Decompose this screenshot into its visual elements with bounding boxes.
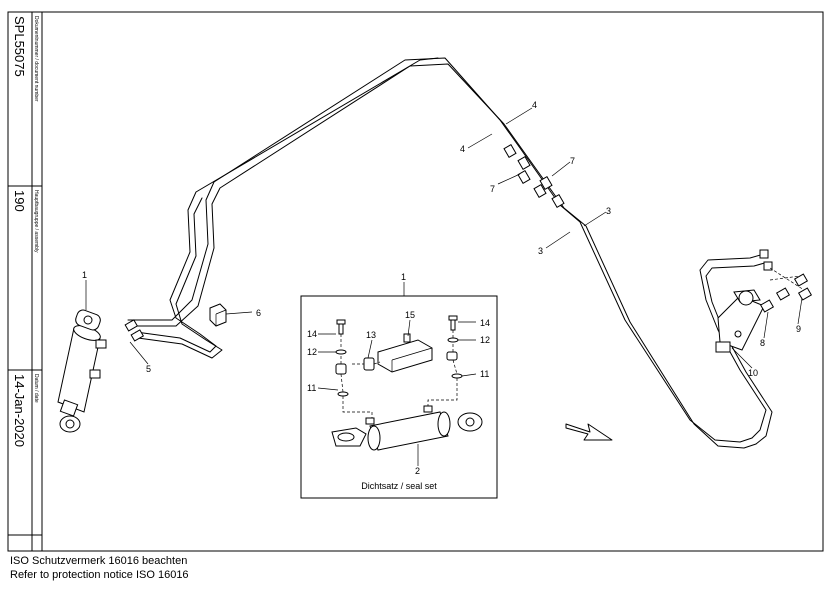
detail-callout-12-left: 12 bbox=[307, 347, 317, 357]
callout-4-lower: 4 bbox=[460, 144, 465, 154]
detail-callout-14-right: 14 bbox=[480, 318, 490, 328]
seal-set-label: Dichtsatz / seal set bbox=[361, 481, 437, 491]
washer-right bbox=[447, 337, 459, 343]
callout-1: 1 bbox=[82, 270, 87, 280]
document-number-label: Dokumentnummer / document number bbox=[33, 16, 39, 102]
protection-notice-de: ISO Schutzvermerk 16016 beachten bbox=[10, 555, 188, 567]
callout-7-upper: 7 bbox=[570, 156, 575, 166]
assembly-number: 190 bbox=[12, 190, 27, 212]
callout-9: 9 bbox=[796, 324, 801, 334]
detail-callout-12-right: 12 bbox=[480, 335, 490, 345]
oring-right bbox=[451, 373, 463, 379]
plug-left bbox=[335, 363, 347, 375]
hydraulic-cylinder bbox=[57, 309, 107, 433]
detail-callout-11-right: 11 bbox=[480, 369, 489, 379]
bolt-left bbox=[336, 319, 346, 335]
washer-left bbox=[335, 349, 347, 355]
detail-callout-13: 13 bbox=[366, 330, 376, 340]
detail-inset: 1 bbox=[300, 272, 498, 499]
oring-left bbox=[337, 391, 349, 397]
seal-set-cylinder bbox=[331, 405, 483, 451]
date-label: Datum / date bbox=[33, 374, 39, 403]
detail-callout-11-left: 11 bbox=[307, 383, 316, 393]
detail-callout-2: 2 bbox=[415, 466, 420, 476]
callout-6: 6 bbox=[256, 308, 261, 318]
document-number: SPL55075 bbox=[12, 16, 27, 77]
clamp-block bbox=[209, 303, 227, 327]
plug-right bbox=[446, 351, 458, 361]
detail-callout-15: 15 bbox=[405, 310, 415, 320]
protection-notice-en: Refer to protection notice ISO 16016 bbox=[10, 569, 189, 581]
pipe-runs bbox=[127, 57, 773, 449]
callout-7-lower: 7 bbox=[490, 184, 495, 194]
detail-callout-1: 1 bbox=[401, 272, 406, 282]
drawing-frame bbox=[7, 11, 824, 552]
callout-5: 5 bbox=[146, 364, 151, 374]
callout-3-upper: 3 bbox=[606, 206, 611, 216]
bolt-right bbox=[448, 315, 458, 331]
detail-callout-14-left: 14 bbox=[307, 329, 317, 339]
callout-8: 8 bbox=[760, 338, 765, 348]
control-valve bbox=[715, 267, 813, 353]
callout-3-lower: 3 bbox=[538, 246, 543, 256]
pipe-fittings bbox=[124, 143, 773, 342]
direction-arrow bbox=[565, 423, 613, 441]
leader-lines bbox=[85, 107, 803, 369]
callout-10: 10 bbox=[748, 368, 758, 378]
fitting-13 bbox=[363, 357, 375, 371]
assembly-label: Hauptbaugruppe / assembly bbox=[33, 190, 39, 253]
document-date: 14-Jan-2020 bbox=[12, 374, 27, 447]
callout-4-upper: 4 bbox=[532, 100, 537, 110]
